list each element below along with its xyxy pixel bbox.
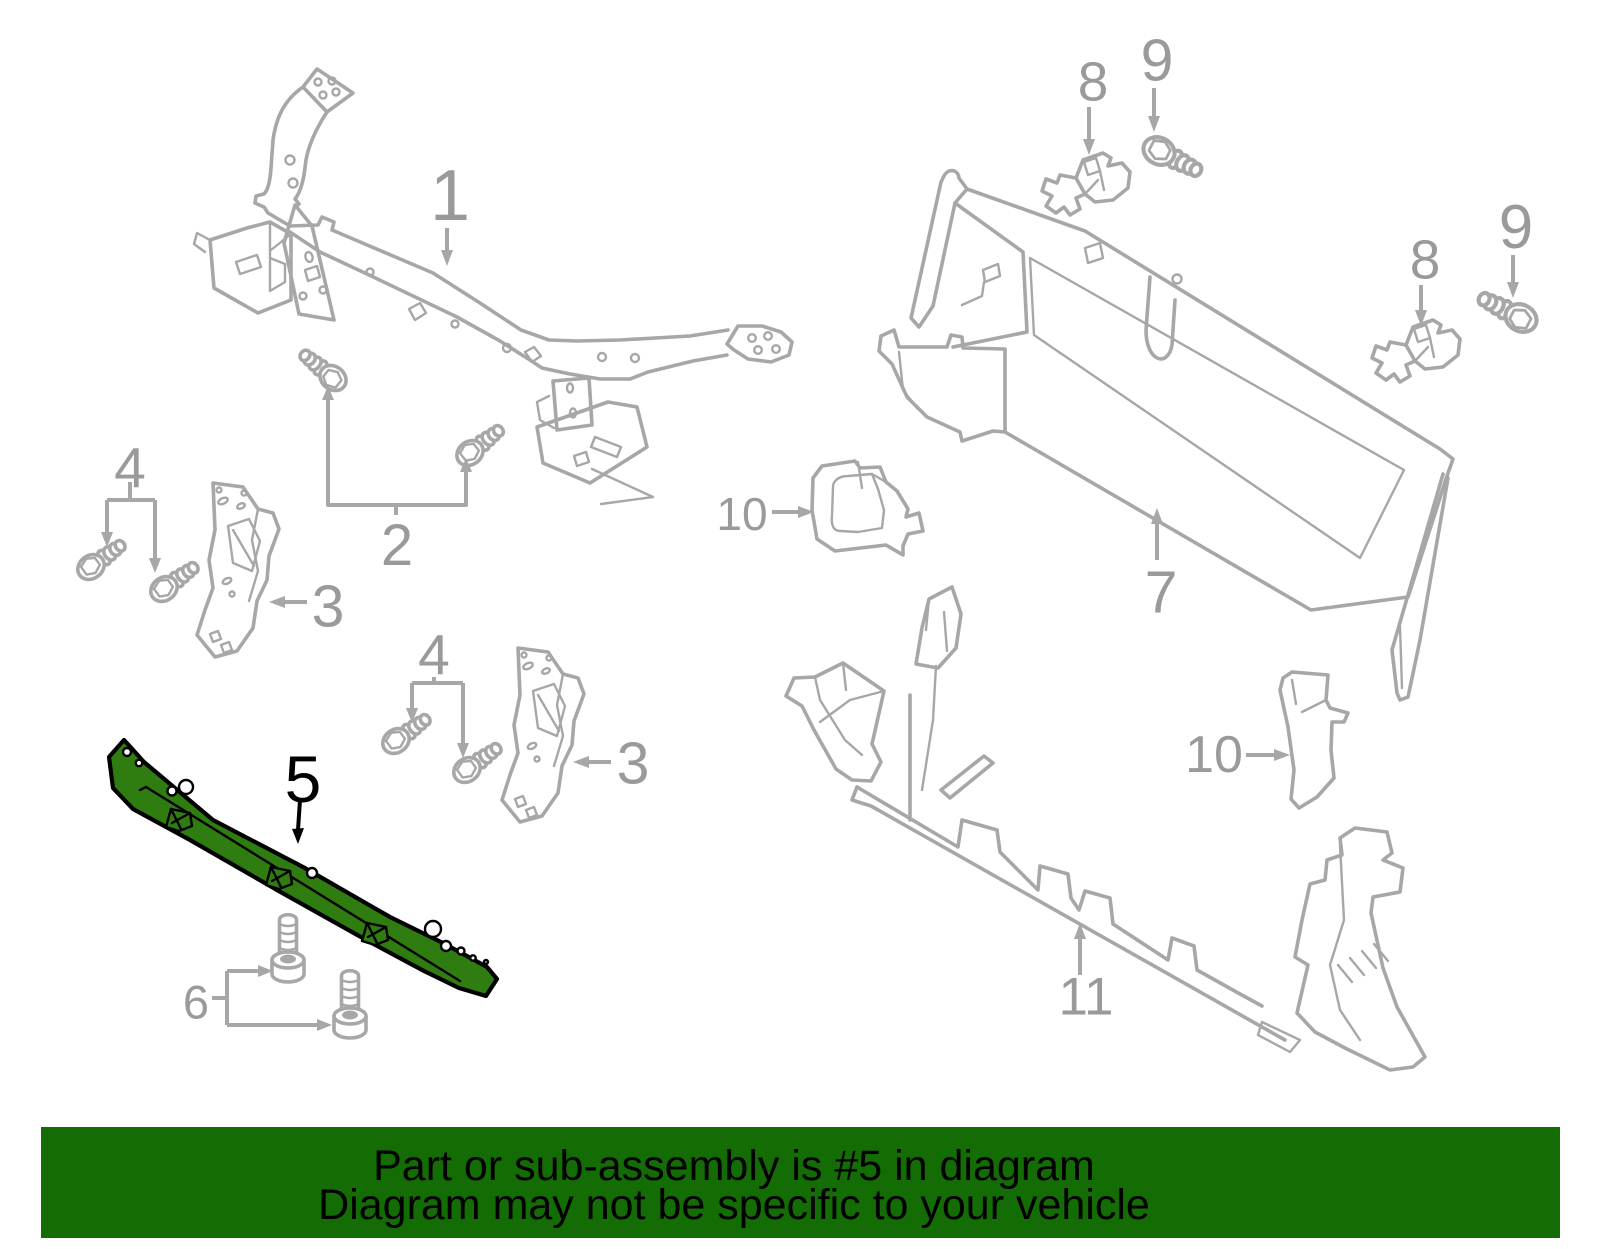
- part-3-bracket-right: [500, 646, 586, 824]
- callout-8-left: 8: [1077, 50, 1109, 113]
- part-8-clip-left: [1040, 151, 1132, 217]
- callout-10-arrows: [772, 506, 1290, 761]
- callout-4-connector-right: [406, 677, 469, 758]
- part-10-bracket-right: [1278, 670, 1350, 810]
- callout-3-left: 3: [311, 573, 345, 640]
- banner-line-1: Part or sub-assembly is #5 in diagram: [373, 1142, 1095, 1190]
- callout-10-left: 10: [716, 488, 768, 540]
- callout-5-arrow: [292, 799, 304, 844]
- callout-4-right: 4: [418, 623, 450, 688]
- part-4-bolts-right: [376, 706, 509, 790]
- callout-9-right: 9: [1498, 193, 1534, 262]
- part-8-clip-right: [1370, 318, 1462, 384]
- callout-11: 11: [1058, 967, 1114, 1027]
- part-5-highlighted-drawing: [106, 737, 500, 999]
- banner-line-2: Diagram may not be specific to your vehi…: [318, 1181, 1150, 1229]
- callout-7: 7: [1144, 559, 1178, 626]
- callout-1: 1: [429, 156, 471, 236]
- callout-9-arrows: [1148, 88, 1519, 298]
- callout-8-right: 8: [1409, 228, 1441, 291]
- callout-2: 2: [380, 513, 414, 578]
- part-1-drawing: [192, 67, 794, 506]
- part-4-bolts-left: [71, 532, 206, 609]
- callout-1-arrow: [441, 228, 453, 266]
- part-10-bracket-left: [810, 459, 925, 557]
- callout-4-connector-left: [101, 482, 161, 573]
- callout-9-left: 9: [1140, 27, 1174, 94]
- callout-3-arrows: [269, 596, 611, 768]
- callout-6-connector: [212, 965, 332, 1031]
- callout-10-right: 10: [1185, 726, 1243, 784]
- callout-11-arrow: [1074, 923, 1086, 975]
- callout-2-connector: [322, 386, 472, 515]
- part-7-drawing: [877, 168, 1455, 702]
- callout-8-arrows: [1083, 107, 1427, 326]
- part-11-drawing: [784, 585, 1427, 1072]
- part-3-bracket-left: [195, 481, 281, 659]
- callout-5-highlighted: 5: [284, 742, 322, 816]
- callout-4-left: 4: [114, 436, 146, 501]
- callout-6: 6: [182, 975, 210, 1029]
- part-9-bolt-left: [1139, 132, 1207, 184]
- part-9-bolt-right: [1473, 285, 1541, 337]
- highlight-banner: Part or sub-assembly is #5 in diagram Di…: [41, 1127, 1560, 1238]
- callout-7-arrow: [1151, 508, 1163, 560]
- callout-3-right: 3: [616, 730, 650, 797]
